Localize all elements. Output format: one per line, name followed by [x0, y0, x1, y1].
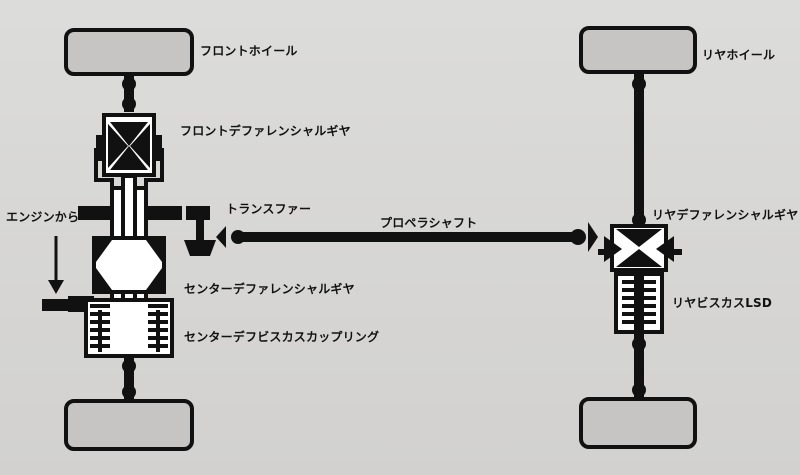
rear-axle [632, 72, 646, 400]
center-viscous-coupling [84, 298, 174, 358]
front-bottom-wheel [64, 399, 194, 451]
rear-top-wheel [579, 26, 697, 74]
label-rear-lsd: リヤビスカスLSD [672, 296, 773, 310]
front-top-wheel [64, 28, 194, 76]
rear-differential [598, 224, 682, 272]
front-differential [94, 113, 164, 190]
label-from-engine: エンジンから [6, 210, 80, 224]
label-center-diff: センターデファレンシャルギヤ [184, 282, 355, 296]
front-axle [122, 74, 136, 401]
engine-input [42, 206, 182, 311]
label-front-diff: フロントデファレンシャルギヤ [180, 124, 351, 138]
label-propeller-shaft: プロペラシャフト [380, 216, 478, 230]
rear-viscous-lsd [614, 272, 664, 334]
label-front-wheel: フロントホイール [200, 44, 298, 58]
label-rear-wheel: リヤホイール [702, 48, 776, 62]
center-differential [68, 236, 166, 312]
label-transfer: トランスファー [226, 202, 312, 216]
propeller-shaft [238, 222, 598, 252]
rear-bottom-wheel [579, 397, 697, 449]
label-rear-diff: リヤデファレンシャルギヤ [652, 208, 799, 222]
label-center-viscous: センターデフビスカスカップリング [184, 330, 380, 344]
